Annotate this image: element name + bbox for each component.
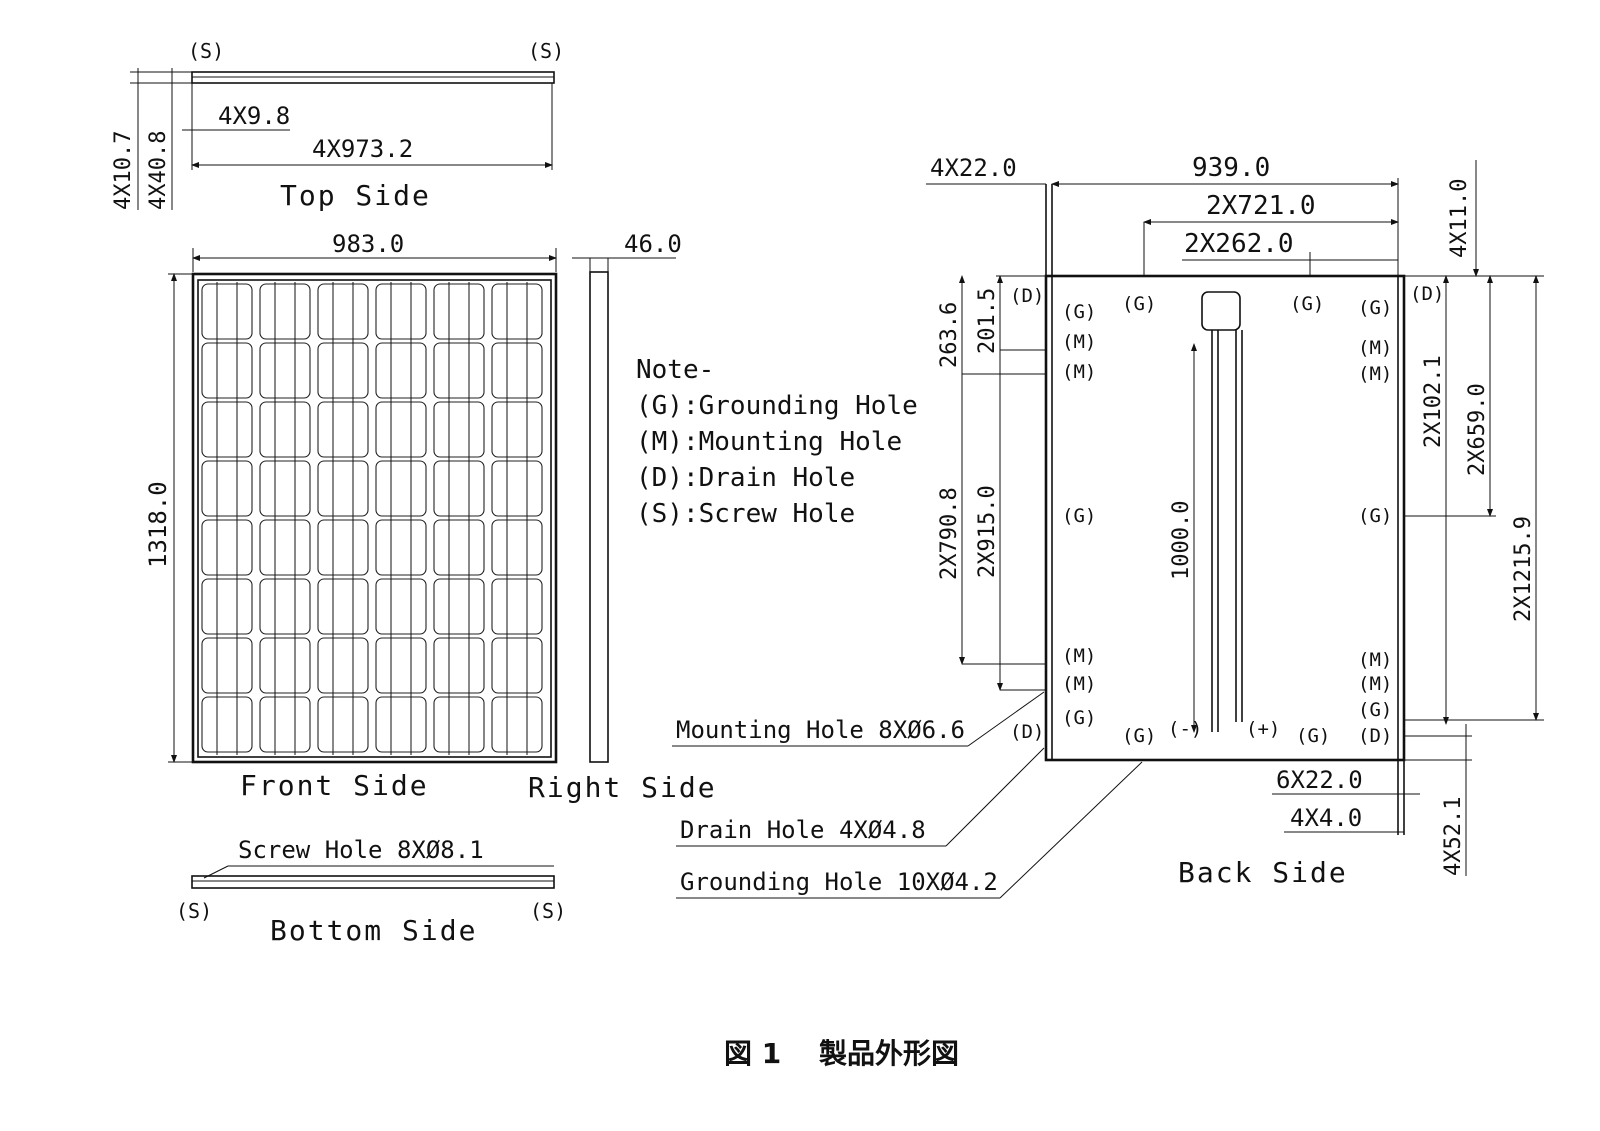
hole-label-d-right-bottom: (D) <box>1358 725 1392 747</box>
hole-label-m-right-1: (M) <box>1358 337 1392 359</box>
hole-label-m-left-2: (M) <box>1062 361 1096 383</box>
top-side-dim-length: 4X973.2 <box>312 135 413 163</box>
bottom-side-title: Bottom Side <box>270 914 477 947</box>
back-dim-939: 939.0 <box>1192 153 1270 183</box>
back-dim-201-5: 201.5 <box>975 288 1000 354</box>
front-side-dim-height: 1318.0 <box>144 481 172 568</box>
back-dim-4x4: 4X4.0 <box>1290 804 1362 832</box>
note-item-mounting: (M):Mounting Hole <box>636 427 902 457</box>
cable-minus-label: (-) <box>1168 718 1202 740</box>
cable-plus-label: (+) <box>1246 718 1280 740</box>
back-dim-4x11: 4X11.0 <box>1447 179 1472 258</box>
top-side-screw-right: (S) <box>528 39 564 63</box>
hole-label-m-right-2: (M) <box>1358 363 1392 385</box>
note-item-screw: (S):Screw Hole <box>636 499 855 529</box>
back-dim-2x262: 2X262.0 <box>1184 229 1294 259</box>
back-dim-2x915: 2X915.0 <box>975 485 1000 578</box>
top-side-screw-left: (S) <box>188 39 224 63</box>
hole-label-m-right-4: (M) <box>1358 673 1392 695</box>
bottom-side-screw-left: (S) <box>176 899 212 923</box>
back-side-frame <box>1044 274 1406 762</box>
top-side-dim-inner: 4X9.8 <box>218 102 290 130</box>
back-dim-4x22: 4X22.0 <box>930 154 1017 182</box>
hole-label-g-left-bottom: (G) <box>1062 707 1096 729</box>
front-side-frame <box>191 272 558 764</box>
hole-label-m-left-1: (M) <box>1062 331 1096 353</box>
bottom-side-view: Screw Hole 8XØ8.1 (S) (S) Bottom Side <box>176 836 566 947</box>
note-item-drain: (D):Drain Hole <box>636 463 855 493</box>
back-side-view: 4X22.0 939.0 2X721.0 2X262.0 4X11.0 263.… <box>672 153 1544 899</box>
back-dim-6x22: 6X22.0 <box>1276 766 1363 794</box>
right-side-dim-depth: 46.0 <box>624 230 682 258</box>
callout-grounding-hole: Grounding Hole 10XØ4.2 <box>680 868 998 896</box>
hole-label-m-left-3: (M) <box>1062 645 1096 667</box>
right-side-title: Right Side <box>528 771 717 804</box>
hole-label-m-left-4: (M) <box>1062 673 1096 695</box>
hole-label-m-right-3: (M) <box>1358 649 1392 671</box>
back-side-title: Back Side <box>1178 856 1348 889</box>
hole-label-g-bottom-1: (G) <box>1122 725 1156 747</box>
note-legend: Note- (G):Grounding Hole (M):Mounting Ho… <box>636 355 918 529</box>
callout-mounting-hole: Mounting Hole 8XØ6.6 <box>676 716 965 744</box>
hole-label-g-bottom-2: (G) <box>1296 725 1330 747</box>
hole-label-g-top-1: (G) <box>1122 293 1156 315</box>
figure-caption: 図 1 製品外形図 <box>724 1037 959 1070</box>
hole-label-d-top-right: (D) <box>1410 283 1444 305</box>
hole-label-d-top-left: (D) <box>1010 285 1044 307</box>
callout-drain-hole: Drain Hole 4XØ4.8 <box>680 816 926 844</box>
back-dim-2x102-1: 2X102.1 <box>1421 355 1446 448</box>
back-dim-4x52-1: 4X52.1 <box>1441 797 1466 876</box>
hole-label-g-right-top: (G) <box>1358 297 1392 319</box>
front-side-title: Front Side <box>240 769 429 802</box>
top-side-view: (S) (S) 4X10.7 4X40.8 4X9.8 4X973.2 Top … <box>111 39 564 212</box>
note-heading: Note- <box>636 355 714 385</box>
hole-label-g-right-bottom: (G) <box>1358 699 1392 721</box>
bottom-side-screw-label: Screw Hole 8XØ8.1 <box>238 836 484 864</box>
back-dim-2x721: 2X721.0 <box>1206 191 1316 221</box>
note-item-grounding: (G):Grounding Hole <box>636 391 918 421</box>
right-side-frame <box>589 271 609 763</box>
junction-box <box>1201 291 1241 331</box>
top-side-dim-side-b: 4X40.8 <box>146 131 171 210</box>
hole-label-g-top-2: (G) <box>1290 293 1324 315</box>
bottom-side-frame <box>191 875 555 889</box>
back-dim-2x659: 2X659.0 <box>1465 383 1490 476</box>
front-side-view: 983.0 1318.0 Front Side <box>144 230 558 802</box>
hole-label-d-bottom-left: (D) <box>1010 721 1044 743</box>
top-side-dim-side-a: 4X10.7 <box>111 131 136 210</box>
back-dim-2x790-8: 2X790.8 <box>937 487 962 580</box>
back-dim-1000: 1000.0 <box>1169 501 1194 580</box>
top-side-title: Top Side <box>280 179 431 212</box>
back-dim-2x1215-9: 2X1215.9 <box>1511 516 1536 622</box>
front-side-dim-width: 983.0 <box>332 230 404 258</box>
hole-label-g-left-mid: (G) <box>1062 505 1096 527</box>
back-dim-263-6: 263.6 <box>937 302 962 368</box>
right-side-view: 46.0 Right Side <box>528 230 717 804</box>
bottom-side-screw-right: (S) <box>530 899 566 923</box>
hole-label-g-left-top: (G) <box>1062 301 1096 323</box>
hole-label-g-right-mid: (G) <box>1358 505 1392 527</box>
solar-cell-grid <box>201 282 543 755</box>
